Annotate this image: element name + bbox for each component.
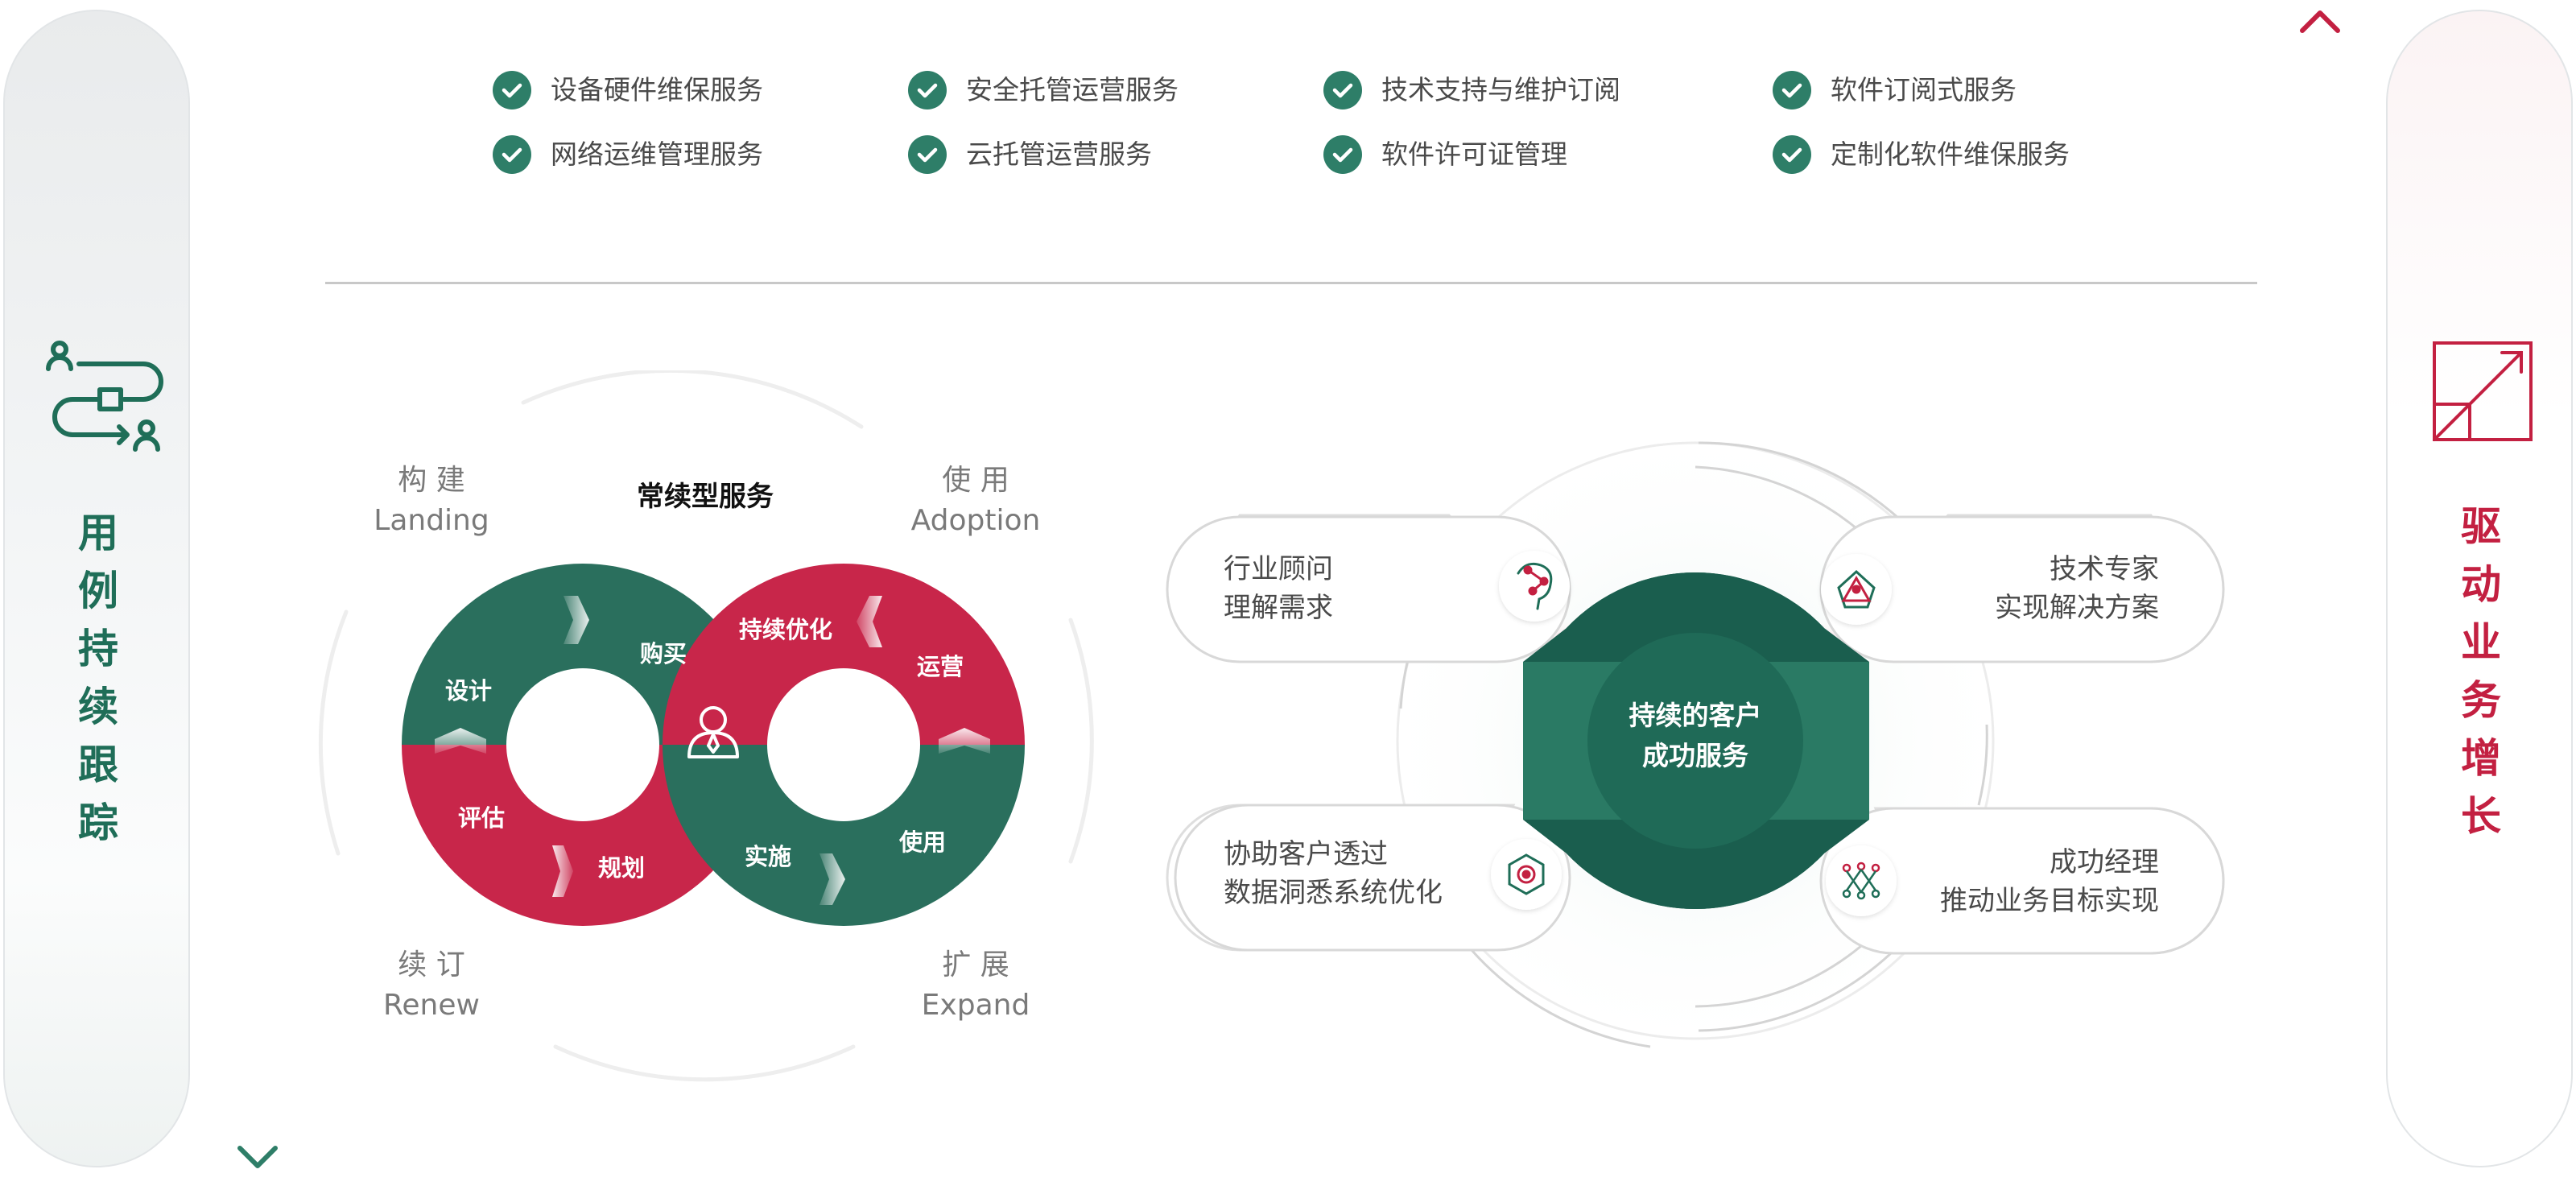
left-title-char: 例 [78,568,118,614]
right-title-char: 增 [2461,735,2501,782]
segment-label: 规划 [598,854,645,882]
ring-segment-implement [663,745,1025,926]
triangle-network-icon [1837,569,1876,609]
checkmark-icon [493,71,531,109]
right-title-char: 驱 [2461,503,2501,550]
checkmark-icon [908,135,947,174]
segment-label: 实施 [745,843,791,870]
service-label: 网络运维管理服务 [551,138,763,170]
outer-arc [1068,618,1094,864]
service-label: 软件许可证管理 [1381,138,1567,170]
corner-label-zh: 构 建 [398,464,464,497]
segment-label: 设计 [445,677,492,704]
checkmark-icon [1323,71,1362,109]
left-title-char: 持 [78,626,118,672]
icon-badge [1499,551,1570,622]
core-title-line: 持续的客户 [1629,700,1762,731]
service-label: 安全托管运营服务 [966,74,1179,105]
card-text-line: 实现解决方案 [1995,592,2159,624]
card-top-left [1166,515,1571,663]
right-title-char: 长 [2461,793,2501,840]
workflow-users-icon [46,341,163,452]
left-title-char: 跟 [78,742,118,788]
lifecycle-title: 常续型服务 [637,481,774,513]
lifecycle-diagram: 设计 购买 评估 规划 持续优化 运营 实施 使用 常续型服务 构 建 Land… [318,370,1094,1082]
card-text-line: 技术专家 [2050,553,2159,585]
hexagon-data-icon [1508,853,1545,895]
checkmark-icon [1773,71,1811,109]
success-hub-diagram: 持续的客户 成功服务 行业顾问 理解需求 协助客户透过 数据洞悉系统优化 技术专… [1166,419,2225,1063]
flow-chevron-left [552,845,573,897]
checkmark-icon [1323,135,1362,174]
card-text-line: 理解需求 [1224,592,1333,624]
outer-arc [521,370,864,429]
card-text-line: 推动业务目标实现 [1940,885,2159,917]
corner-label-zh: 续 订 [398,948,464,981]
left-title-char: 踪 [78,800,118,846]
corner-label-en: Adoption [911,504,1041,537]
card-text-line: 成功经理 [2050,846,2159,878]
checkmark-icon [1773,135,1811,174]
flow-chevron-up [435,728,486,754]
service-label: 云托管运营服务 [966,138,1152,170]
left-title-char: 用 [78,510,118,556]
right-panel-title: 驱 动 业 务 增 长 [2388,498,2574,845]
right-title-char: 务 [2461,677,2501,724]
flow-chevron-right [564,596,589,644]
right-side-panel: 驱 动 业 务 增 长 [2386,10,2573,1167]
left-title-char: 续 [78,684,118,730]
checkmark-icon [908,71,947,109]
flow-chevron-up [939,728,990,754]
section-divider [325,282,2257,284]
segment-label: 评估 [458,804,505,832]
card-bottom-right [1819,807,2225,955]
right-title-char: 业 [2461,619,2501,666]
left-dotted-arrow [237,31,278,1168]
segment-label: 持续优化 [739,616,832,643]
left-panel-title: 用 例 持 续 跟 踪 [5,504,192,852]
icon-badge [1826,845,1897,916]
success-core [1523,572,1869,910]
corner-label-en: Renew [383,989,480,1022]
growth-arrow-icon [2433,341,2533,441]
checkmark-icon [493,135,531,174]
outer-ring [1396,441,1995,1040]
left-side-panel: 用 例 持 续 跟 踪 [3,10,190,1167]
right-dotted-arrow [2300,10,2340,1029]
service-label: 设备硬件维保服务 [551,74,763,105]
ring-arc [1977,724,1988,806]
outer-arc [318,609,349,856]
segment-label: 运营 [917,653,964,680]
core-title-line: 成功服务 [1642,740,1748,771]
corner-label-en: Landing [374,504,489,537]
flow-chevron-left [857,596,882,647]
right-title-char: 动 [2461,561,2501,608]
card-text-line: 协助客户透过 [1224,838,1388,870]
card-text-line: 数据洞悉系统优化 [1224,877,1443,909]
ring-segment-optimize [663,564,1025,745]
segment-label: 购买 [640,640,687,667]
outer-arc [553,1044,856,1082]
service-label: 定制化软件维保服务 [1831,138,2070,170]
corner-label-en: Expand [922,989,1030,1022]
customer-user-icon [687,706,739,758]
brain-network-icon [1517,562,1553,610]
card-bottom-left [1174,804,1571,952]
segment-label: 使用 [898,828,946,856]
service-label: 技术支持与维护订阅 [1381,74,1620,105]
service-label: 软件订阅式服务 [1831,74,2017,105]
card-text-line: 行业顾问 [1224,553,1333,585]
flow-chevron-right [819,853,845,905]
node-graph-icon [1842,862,1880,900]
corner-label-zh: 扩 展 [942,948,1009,981]
corner-label-zh: 使 用 [942,464,1009,497]
